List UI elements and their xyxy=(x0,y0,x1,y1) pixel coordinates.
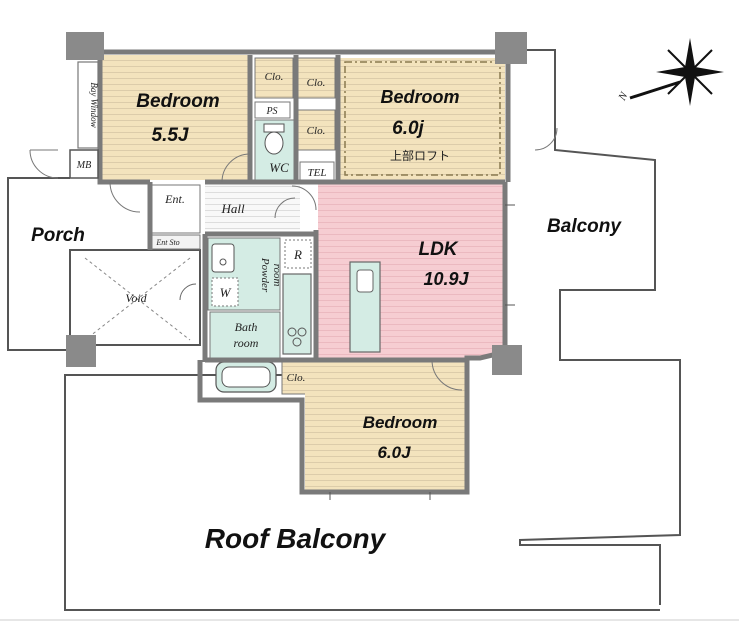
porch-outline xyxy=(7,177,70,351)
bedroom-s-label: Bedroom xyxy=(363,413,438,432)
void-label: Void xyxy=(125,291,147,305)
closet-3-label: Clo. xyxy=(307,125,326,137)
bedroom-nw-size: 5.5J xyxy=(152,125,189,146)
refrigerator-box xyxy=(284,239,312,269)
bedroom-ne-size: 6.0j xyxy=(392,118,424,139)
pipe-space-label: PS xyxy=(265,106,277,117)
stove-icon xyxy=(287,327,307,347)
washer-label: W xyxy=(220,285,232,300)
bedroom-ne-label: Bedroom xyxy=(380,87,459,107)
hall-label: Hall xyxy=(220,201,245,216)
bedroom-s-size: 6.0J xyxy=(377,443,411,462)
pillars xyxy=(66,32,527,375)
entrance-floor xyxy=(149,184,201,234)
entrance-storage-label: Ent Sto xyxy=(155,238,179,247)
bathtub-icon xyxy=(215,361,277,393)
washer-box xyxy=(211,277,239,307)
bathroom-floor xyxy=(209,311,281,361)
bathroom-label-2: room xyxy=(234,336,259,350)
closet-4-label: Clo. xyxy=(287,372,306,384)
telephone-label: TEL xyxy=(308,167,327,179)
toilet-label: WC xyxy=(269,160,289,175)
powder-room-label-2: room xyxy=(271,264,283,287)
void-area xyxy=(69,249,201,346)
bedroom-s-floor xyxy=(305,362,465,490)
bay-window-box xyxy=(77,61,99,149)
balcony-label: Balcony xyxy=(547,216,622,237)
north-label: N xyxy=(616,90,631,104)
roof-balcony-label: Roof Balcony xyxy=(205,523,387,554)
kitchen-counter xyxy=(282,273,312,355)
meter-box xyxy=(69,149,99,179)
balcony-outline xyxy=(505,49,681,605)
sink-icon xyxy=(211,243,235,273)
pipe-space-box xyxy=(254,101,291,119)
powder-room-label-1: Powder xyxy=(259,257,271,293)
roof-balcony-outline xyxy=(64,374,660,611)
windows xyxy=(329,204,515,500)
hall-floor xyxy=(205,185,300,230)
door-swings xyxy=(29,127,558,391)
closet-2-floor xyxy=(296,57,336,99)
bedroom-nw-floor xyxy=(100,55,250,180)
bedroom-ne-loft: 上部ロフト xyxy=(390,148,450,163)
ldk-label: LDK xyxy=(418,239,458,260)
porch-label: Porch xyxy=(31,225,85,246)
bathroom-label-1: Bath xyxy=(235,320,258,334)
refrigerator-label: R xyxy=(293,247,302,262)
compass-icon xyxy=(629,38,724,106)
closet-1-floor xyxy=(254,57,294,99)
closet-1-label: Clo. xyxy=(265,71,284,83)
toilet-icon xyxy=(263,123,285,155)
entrance-label: Ent. xyxy=(164,192,185,206)
bay-window-label: Bay Window xyxy=(89,82,99,127)
loft-outline xyxy=(344,61,501,176)
closet-2-label: Clo. xyxy=(307,77,326,89)
ldk-size: 10.9J xyxy=(423,269,469,289)
meter-box-label: MB xyxy=(76,160,91,171)
ldk-floor xyxy=(318,180,505,358)
bedroom-ne-floor xyxy=(340,58,505,180)
bedroom-nw-label: Bedroom xyxy=(136,91,220,112)
